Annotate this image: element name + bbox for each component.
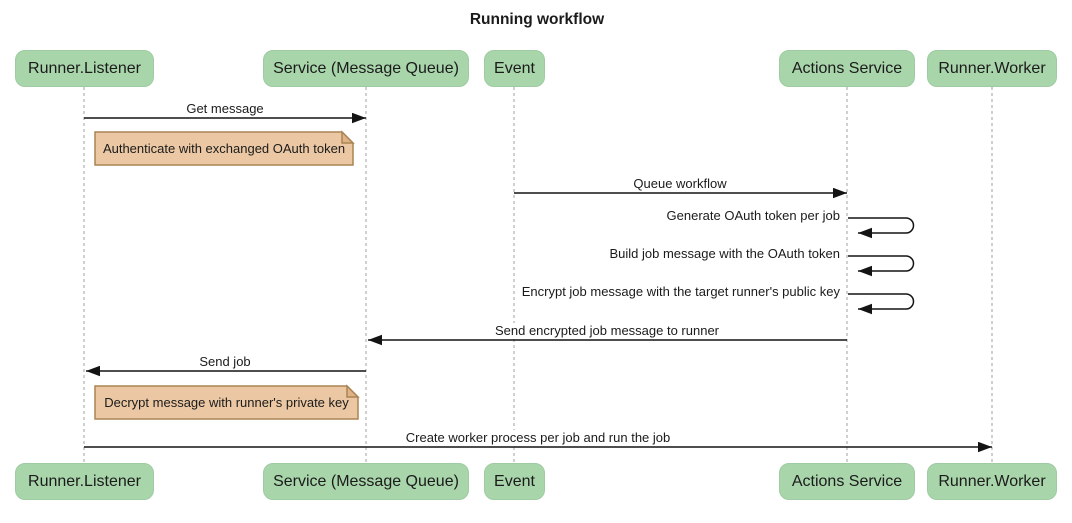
message-label-build-job-message: Build job message with the OAuth token <box>606 246 843 262</box>
actor-label: Service (Message Queue) <box>273 472 459 490</box>
message-label-generate-oauth-token: Generate OAuth token per job <box>663 208 843 224</box>
actor-top-runner-worker: Runner.Worker <box>927 50 1057 87</box>
actor-top-service-message-queue: Service (Message Queue) <box>263 50 469 87</box>
diagram-title: Running workflow <box>469 11 605 28</box>
message-label-create-worker-process: Create worker process per job and run th… <box>402 430 674 446</box>
actor-bottom-runner-listener: Runner.Listener <box>15 463 154 500</box>
message-label-encrypt-job-message: Encrypt job message with the target runn… <box>518 284 843 300</box>
actor-label: Actions Service <box>791 472 903 490</box>
actor-bottom-service-message-queue: Service (Message Queue) <box>263 463 469 500</box>
actor-bottom-actions-service: Actions Service <box>779 463 915 500</box>
actor-top-event: Event <box>484 50 545 87</box>
note-authenticate-oauth-token: Authenticate with exchanged OAuth token <box>102 141 346 156</box>
actor-label: Runner.Worker <box>938 59 1046 77</box>
actor-label: Service (Message Queue) <box>273 59 459 77</box>
self-loop-generate-oauth-token <box>848 217 915 239</box>
message-label-queue-workflow: Queue workflow <box>630 176 730 192</box>
actor-bottom-event: Event <box>484 463 545 500</box>
message-label-send-encrypted-job-message: Send encrypted job message to runner <box>491 323 723 339</box>
message-label-send-job: Send job <box>196 354 254 370</box>
message-label-get-message: Get message <box>183 101 267 117</box>
actor-top-runner-listener: Runner.Listener <box>15 50 154 87</box>
actor-label: Runner.Worker <box>938 472 1046 490</box>
actor-label: Event <box>494 472 535 490</box>
self-loop-build-job-message <box>848 255 915 277</box>
actor-label: Actions Service <box>791 59 903 77</box>
note-decrypt-message: Decrypt message with runner's private ke… <box>104 395 349 410</box>
note-shape-decrypt <box>94 384 360 420</box>
actor-label: Runner.Listener <box>28 59 141 77</box>
self-loop-encrypt-job-message <box>848 293 915 315</box>
note-shape-authenticate <box>94 130 355 166</box>
actor-label: Runner.Listener <box>28 472 141 490</box>
actor-top-actions-service: Actions Service <box>779 50 915 87</box>
actor-bottom-runner-worker: Runner.Worker <box>927 463 1057 500</box>
actor-label: Event <box>494 59 535 77</box>
